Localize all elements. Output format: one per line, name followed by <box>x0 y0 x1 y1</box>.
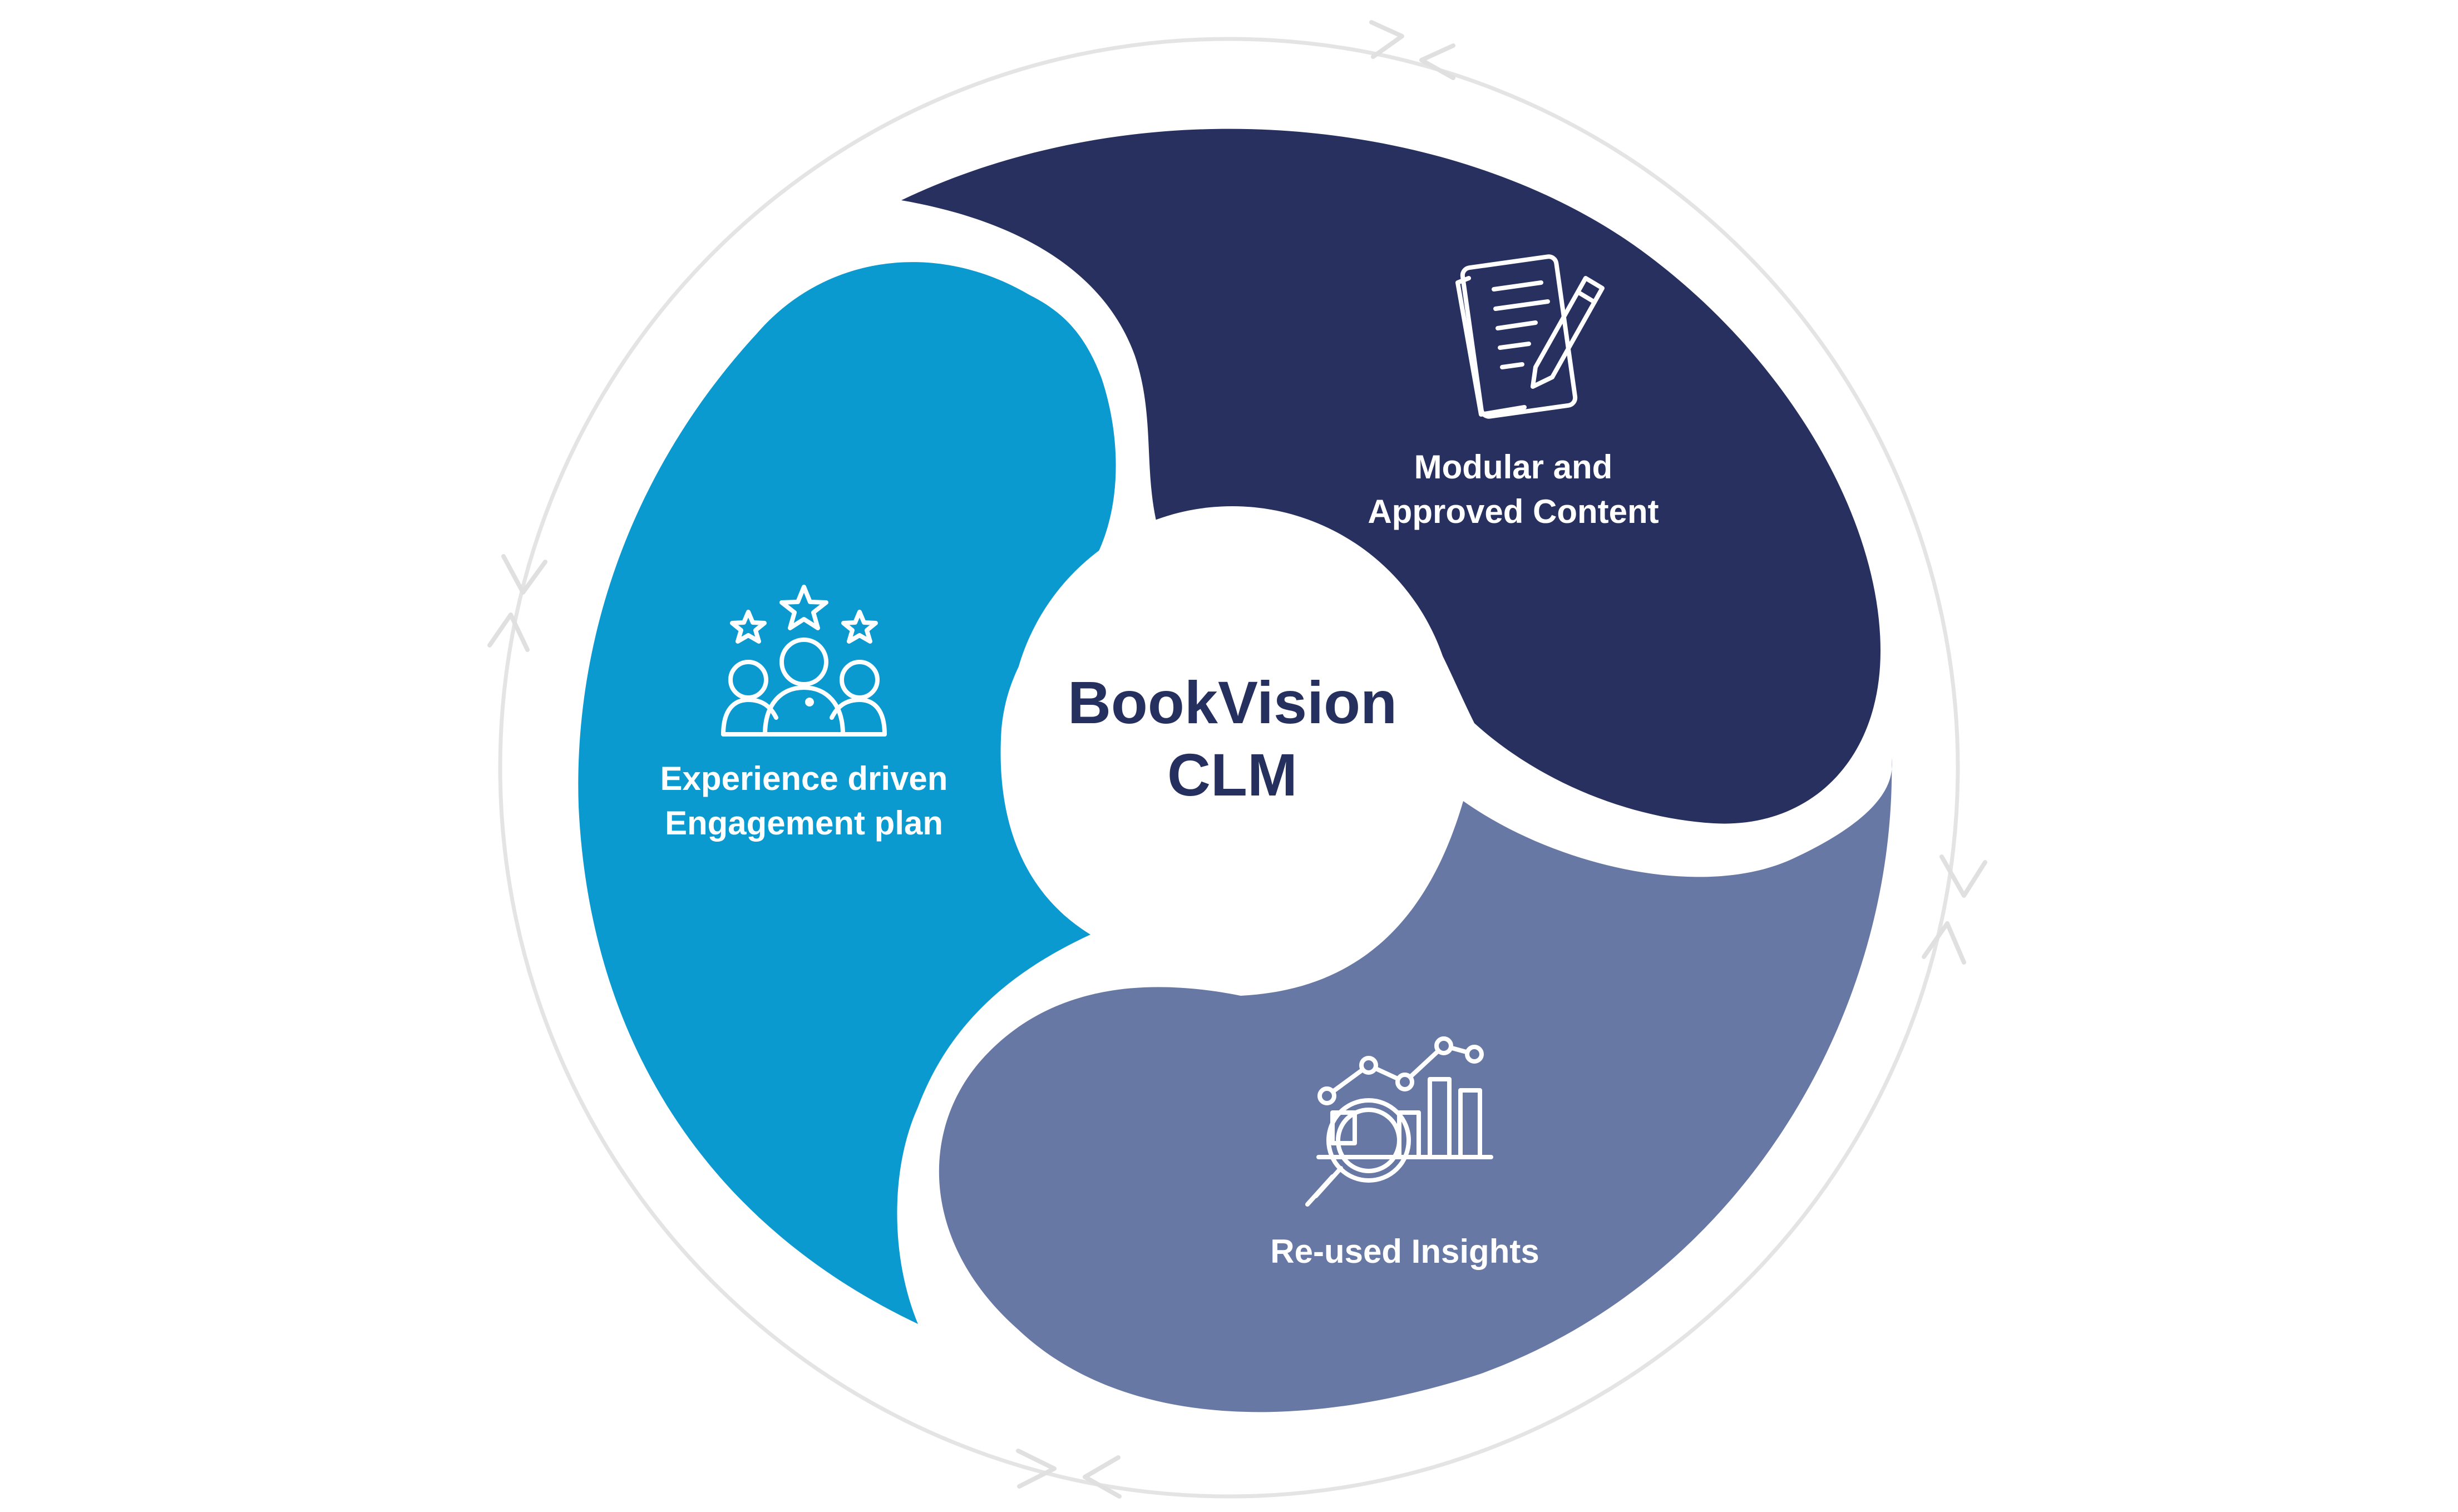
segment-reused-insights <box>939 757 1892 1412</box>
center-title-line2: CLM <box>1167 741 1297 808</box>
content-label-line1: Modular and <box>1414 448 1613 486</box>
segment-modular-content <box>901 129 1880 824</box>
engagement-label-line1: Experience driven <box>660 760 948 797</box>
content-label-line2: Approved Content <box>1368 493 1659 530</box>
cycle-arrows <box>487 20 1987 1499</box>
center-hub <box>1010 506 1455 951</box>
arrow-top-left-icon <box>1419 43 1455 80</box>
cycle-ring <box>498 37 1960 1499</box>
people-stars-icon <box>721 585 887 737</box>
arrow-left-up-icon <box>487 612 530 652</box>
insights-label: Re-used Insights <box>1270 1233 1539 1270</box>
arrow-right-down-icon <box>1939 854 1987 898</box>
arrow-left-down-icon <box>501 554 547 595</box>
document-pencil-icon <box>1455 254 1605 419</box>
arrow-top-right-icon <box>1369 20 1404 59</box>
analytics-magnifier-icon <box>1305 1036 1493 1207</box>
center-title-line1: BookVision <box>1068 669 1397 736</box>
arrow-right-up-icon <box>1922 921 1966 965</box>
arrow-bottom-right-icon <box>1016 1449 1057 1489</box>
segment-engagement-plan <box>578 262 1116 1324</box>
arrow-bottom-left-icon <box>1083 1455 1122 1499</box>
engagement-label-line2: Engagement plan <box>665 804 943 842</box>
